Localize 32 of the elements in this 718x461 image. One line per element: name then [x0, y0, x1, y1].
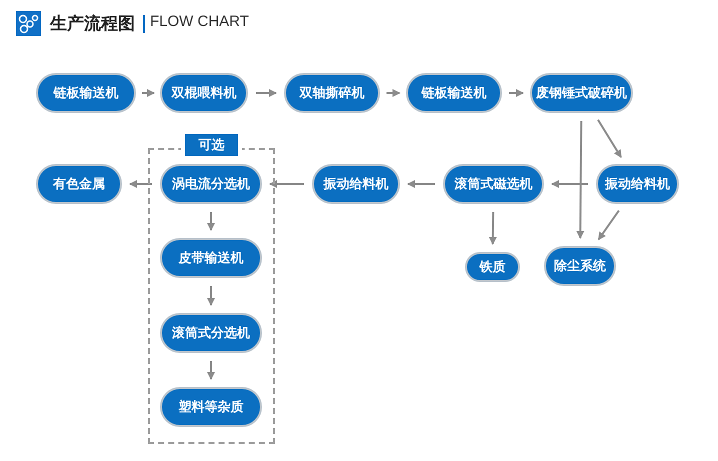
- arrow: [597, 119, 622, 158]
- process-pill: 双轴撕碎机: [284, 73, 380, 113]
- process-pill: 双棍喂料机: [160, 73, 248, 113]
- arrow: [269, 180, 304, 188]
- process-pill: 振动给料机: [596, 164, 679, 204]
- subtitle: FLOW CHART: [150, 13, 249, 30]
- arrow: [207, 212, 215, 231]
- process-pill: 涡电流分选机: [160, 164, 262, 204]
- process-pill: 皮带输送机: [160, 238, 262, 278]
- process-pill: 铁质: [465, 252, 520, 282]
- arrow: [207, 286, 215, 306]
- arrow: [386, 89, 400, 97]
- arrow: [256, 89, 277, 97]
- arrow: [407, 180, 435, 188]
- process-pill: 振动给料机: [312, 164, 400, 204]
- arrow: [551, 180, 588, 188]
- process-pill: 滚筒式磁选机: [443, 164, 544, 204]
- process-pill: 有色金属: [36, 164, 122, 204]
- arrow: [129, 180, 152, 188]
- process-pill: 废钢锤式破碎机: [530, 73, 633, 113]
- process-pill: 除尘系统: [544, 246, 616, 286]
- arrow: [598, 210, 620, 240]
- page-title: 生产流程图: [50, 13, 135, 35]
- process-pill: 塑料等杂质: [160, 387, 262, 427]
- process-pill: 链板输送机: [406, 73, 502, 113]
- arrow: [509, 89, 524, 97]
- process-pill: 滚筒式分选机: [160, 313, 262, 353]
- arrow: [488, 212, 497, 245]
- arrow: [207, 361, 215, 380]
- arrow: [142, 89, 155, 97]
- process-pill: 链板输送机: [36, 73, 136, 113]
- arrow: [576, 121, 584, 239]
